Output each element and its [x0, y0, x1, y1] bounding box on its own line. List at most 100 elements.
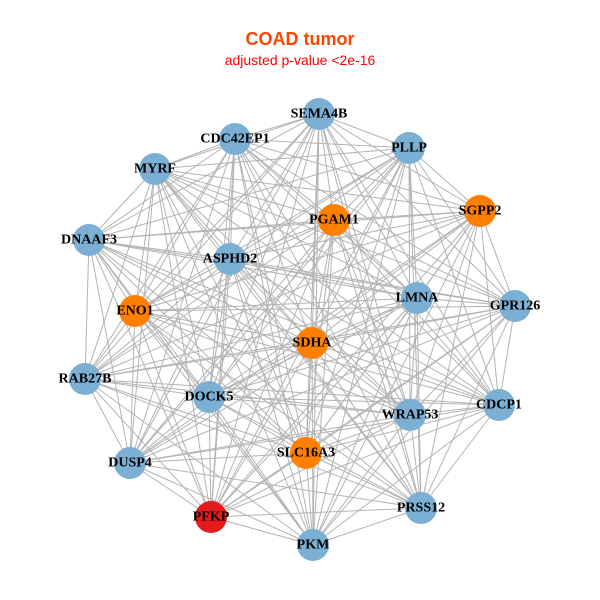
edge-RAB27B-CDCP1: [84, 378, 500, 406]
node-ASPHD2: ASPHD2: [203, 243, 257, 275]
node-circle: [483, 389, 515, 421]
node-SGPP2: SGPP2: [459, 195, 502, 227]
edge-PGAM1-PRSS12: [333, 219, 422, 509]
edge-SGPP2-SDHA: [311, 210, 481, 344]
node-circle: [296, 327, 328, 359]
edge-MYRF-SLC16A3: [154, 168, 307, 454]
edge-LMNA-PKM: [312, 297, 418, 546]
node-label: SLC16A3: [277, 446, 335, 461]
node-circle: [464, 195, 496, 227]
edge-ENO1-SDHA: [134, 310, 313, 344]
node-label: PRSS12: [397, 501, 445, 516]
edge-CDC42EP1-PGAM1: [234, 138, 335, 221]
edge-SLC16A3-PRSS12: [305, 452, 422, 509]
edge-GPR126-WRAP53: [409, 305, 516, 416]
edge-SEMA4B-SGPP2: [318, 113, 481, 212]
edge-ENO1-DOCK5: [134, 310, 210, 398]
edge-PLLP-WRAP53: [408, 147, 411, 416]
node-label: WRAP53: [382, 408, 439, 423]
edge-ASPHD2-DOCK5: [208, 258, 231, 398]
edge-SGPP2-DOCK5: [208, 210, 481, 398]
node-LMNA: LMNA: [396, 282, 439, 314]
node-label: GPR126: [490, 299, 541, 314]
node-circle: [69, 363, 101, 395]
edge-SGPP2-WRAP53: [409, 210, 481, 416]
edge-DOCK5-DUSP4: [129, 396, 210, 464]
edge-MYRF-SGPP2: [154, 168, 481, 212]
edge-PGAM1-DUSP4: [129, 219, 335, 464]
node-MYRF: MYRF: [134, 153, 176, 185]
edge-SEMA4B-ENO1: [134, 113, 320, 312]
node-circle: [119, 295, 151, 327]
node-circle: [401, 282, 433, 314]
node-RAB27B: RAB27B: [59, 363, 111, 395]
edge-MYRF-PGAM1: [154, 168, 335, 221]
node-SEMA4B: SEMA4B: [291, 98, 348, 130]
node-label: SGPP2: [459, 204, 502, 219]
edge-SGPP2-RAB27B: [84, 210, 481, 380]
edge-RAB27B-WRAP53: [84, 378, 411, 416]
node-SLC16A3: SLC16A3: [277, 437, 335, 469]
edge-GPR126-PRSS12: [420, 305, 516, 509]
node-CDCP1: CDCP1: [476, 389, 522, 421]
edge-SGPP2-ASPHD2: [229, 210, 481, 260]
edge-SGPP2-PKM: [312, 210, 481, 546]
edge-LMNA-GPR126: [416, 297, 516, 307]
edge-LMNA-ENO1: [134, 297, 418, 312]
edge-SEMA4B-DNAAF3: [88, 113, 320, 241]
node-CDC42EP1: CDC42EP1: [200, 123, 270, 155]
node-label: SDHA: [293, 336, 333, 351]
edge-MYRF-DNAAF3: [88, 168, 156, 241]
edge-DNAAF3-RAB27B: [84, 239, 90, 380]
edge-DUSP4-PFKP: [129, 462, 212, 518]
node-circle: [219, 123, 251, 155]
node-DNAAF3: DNAAF3: [61, 224, 117, 256]
edge-CDC42EP1-DNAAF3: [88, 138, 236, 241]
edge-LMNA-DUSP4: [129, 297, 418, 464]
node-circle: [139, 153, 171, 185]
node-WRAP53: WRAP53: [382, 399, 439, 431]
edge-MYRF-CDCP1: [154, 168, 500, 406]
edge-ENO1-PFKP: [134, 310, 212, 518]
edge-SGPP2-PFKP: [210, 210, 481, 518]
edge-SEMA4B-WRAP53: [318, 113, 411, 416]
node-circle: [114, 447, 146, 479]
edge-DUSP4-PKM: [129, 462, 314, 546]
edge-LMNA-RAB27B: [84, 297, 418, 380]
edge-CDC42EP1-RAB27B: [84, 138, 236, 380]
edge-SDHA-RAB27B: [84, 342, 313, 380]
edge-PLLP-PGAM1: [333, 147, 410, 221]
edge-SEMA4B-PFKP: [210, 113, 320, 518]
node-circle: [318, 204, 350, 236]
edge-DNAAF3-PRSS12: [88, 239, 422, 509]
edge-DNAAF3-PFKP: [88, 239, 212, 518]
node-circle: [303, 98, 335, 130]
node-label: MYRF: [134, 162, 176, 177]
edge-ENO1-PKM: [134, 310, 314, 546]
node-label: SEMA4B: [291, 107, 348, 122]
node-label: PGAM1: [309, 213, 359, 228]
edge-CDC42EP1-SGPP2: [234, 138, 481, 212]
node-label: ENO1: [116, 304, 153, 319]
node-circle: [405, 492, 437, 524]
edge-DOCK5-PKM: [208, 396, 314, 546]
edge-GPR126-PFKP: [210, 305, 516, 518]
edge-SGPP2-PRSS12: [420, 210, 481, 509]
edge-ASPHD2-DUSP4: [129, 258, 231, 464]
node-circle: [73, 224, 105, 256]
edge-LMNA-CDCP1: [416, 297, 500, 406]
node-label: CDC42EP1: [200, 132, 269, 147]
edge-CDC42EP1-PLLP: [234, 138, 410, 149]
edge-MYRF-ASPHD2: [154, 168, 231, 260]
chart-subtitle: adjusted p-value <2e-16: [224, 52, 376, 68]
edge-PRSS12-PFKP: [210, 507, 422, 518]
edge-WRAP53-DUSP4: [129, 414, 411, 464]
edge-SDHA-WRAP53: [311, 342, 411, 416]
node-circle: [195, 501, 227, 533]
edge-DUSP4-SLC16A3: [129, 452, 307, 464]
edge-DOCK5-PFKP: [208, 396, 212, 518]
node-label: CDCP1: [476, 398, 522, 413]
edge-SLC16A3-PFKP: [210, 452, 307, 518]
edge-GPR126-DUSP4: [129, 305, 516, 464]
edge-DNAAF3-GPR126: [88, 239, 516, 307]
